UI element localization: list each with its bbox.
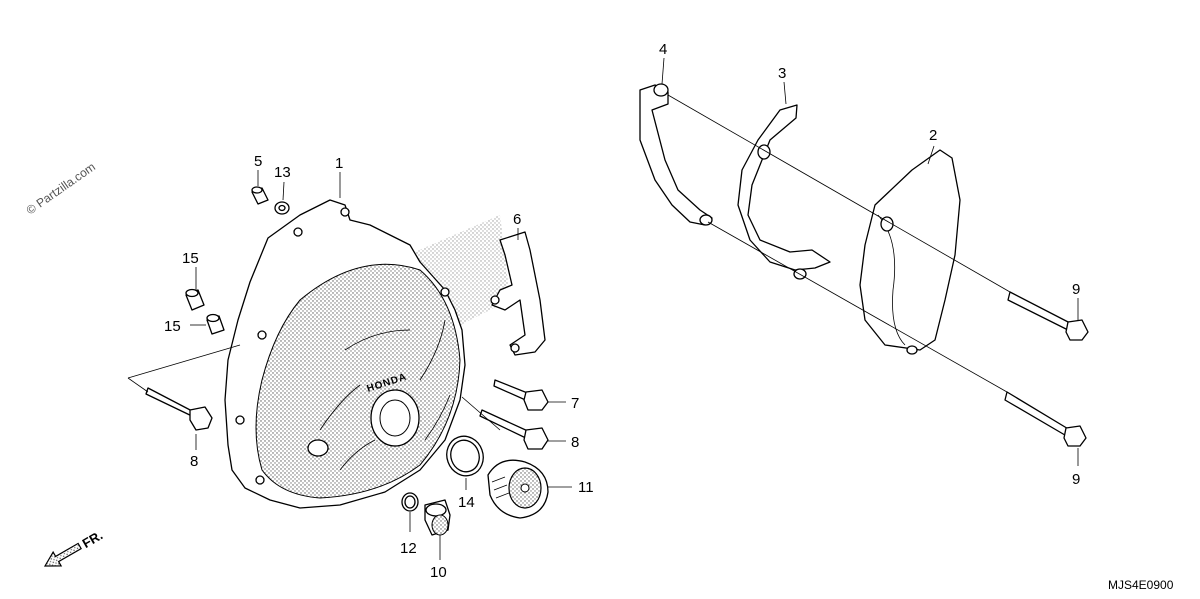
part-7-bolt[interactable] [493, 379, 549, 411]
callout-8-right: 8 [571, 434, 579, 451]
callout-3: 3 [778, 65, 786, 82]
part-2-sprocket-cover[interactable] [859, 149, 961, 355]
direction-label: FR. [80, 527, 106, 550]
callout-14: 14 [458, 494, 475, 511]
assembly-lines [127, 57, 1079, 560]
part-8-bolt-right[interactable] [479, 409, 549, 450]
callout-4: 4 [659, 41, 667, 58]
part-13-washer[interactable] [274, 201, 290, 215]
callout-1: 1 [335, 155, 343, 172]
part-3-guard-bracket[interactable] [737, 104, 831, 280]
part-9-bolt-upper[interactable] [1007, 291, 1089, 341]
callout-8-left: 8 [190, 453, 198, 470]
part-5-dowel-pin[interactable] [251, 186, 269, 205]
front-direction-arrow: FR. [43, 527, 106, 567]
callout-15-upper: 15 [182, 250, 199, 267]
part-10-plug[interactable] [424, 499, 451, 536]
callout-11: 11 [578, 479, 594, 496]
watermark-text: © Partzilla.com [24, 160, 98, 218]
part-15-dowel-pin-lower[interactable] [206, 313, 225, 335]
part-15-dowel-pin-upper[interactable] [185, 288, 205, 311]
callout-7: 7 [571, 395, 579, 412]
callout-9-lower: 9 [1072, 471, 1080, 488]
part-8-bolt-left[interactable] [145, 387, 213, 431]
callout-5: 5 [254, 153, 262, 170]
arrow-icon [43, 542, 82, 567]
part-1-left-crankcase-cover[interactable]: HONDA [224, 199, 466, 509]
part-6-bracket[interactable] [490, 231, 546, 356]
part-4-guard-bracket[interactable] [639, 83, 713, 226]
callout-6: 6 [513, 211, 521, 228]
callout-2: 2 [929, 127, 937, 144]
callout-10: 10 [430, 564, 447, 581]
callout-15-lower: 15 [164, 318, 181, 335]
callout-9-upper: 9 [1072, 281, 1080, 298]
callout-13: 13 [274, 164, 291, 181]
part-14-o-ring[interactable] [441, 431, 489, 481]
callout-12: 12 [400, 540, 417, 557]
diagram-code: MJS4E0900 [1108, 578, 1174, 592]
part-11-cap[interactable] [487, 459, 549, 519]
part-9-bolt-lower[interactable] [1004, 391, 1087, 447]
part-12-washer[interactable] [401, 492, 419, 512]
